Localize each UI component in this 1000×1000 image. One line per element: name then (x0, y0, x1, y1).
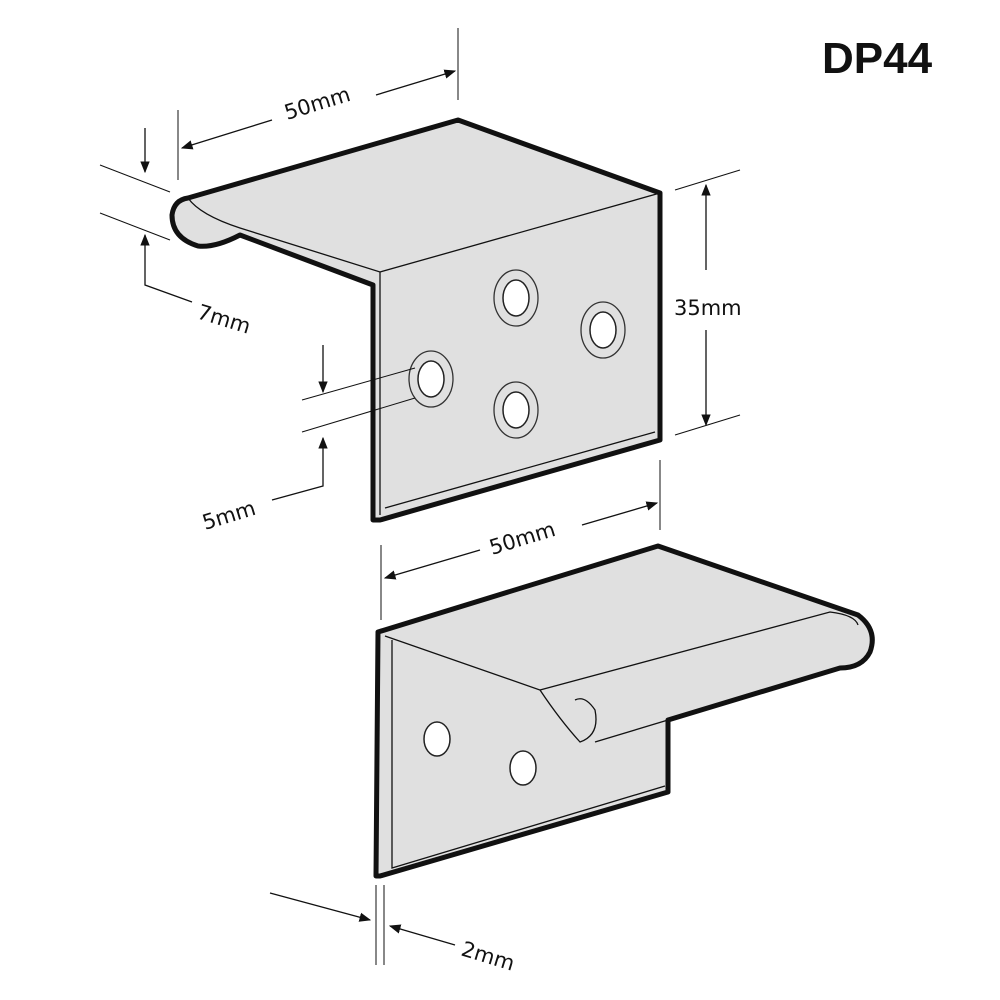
dimension-lines (99, 28, 741, 965)
lip-label: 7mm (195, 300, 254, 339)
bottom-bracket-edge (594, 719, 669, 743)
bottom-bracket-edge (391, 640, 666, 869)
bottom-bracket-fold-line (384, 635, 597, 743)
bottom-bracket-shape (373, 543, 875, 879)
countersunk-hole (493, 381, 539, 439)
countersunk-hole (493, 269, 539, 327)
hole-label: 5mm (199, 496, 258, 535)
bottom-bracket (373, 543, 875, 879)
bottom-bracket-fold-line (539, 611, 859, 691)
countersunk-hole (408, 350, 454, 408)
countersunk-hole (580, 301, 626, 359)
top-bracket-fold-line (187, 192, 661, 273)
bottom-width-label: 50mm (486, 517, 558, 560)
top-bracket-top-face (169, 117, 663, 523)
top-bracket (169, 117, 663, 523)
hole (423, 721, 451, 757)
height-label: 35mm (674, 296, 742, 320)
hole (509, 750, 537, 786)
product-code: DP44 (822, 34, 933, 83)
top-bracket-edge (384, 431, 656, 509)
thickness-label: 2mm (459, 937, 518, 976)
top-width-label: 50mm (281, 82, 353, 125)
